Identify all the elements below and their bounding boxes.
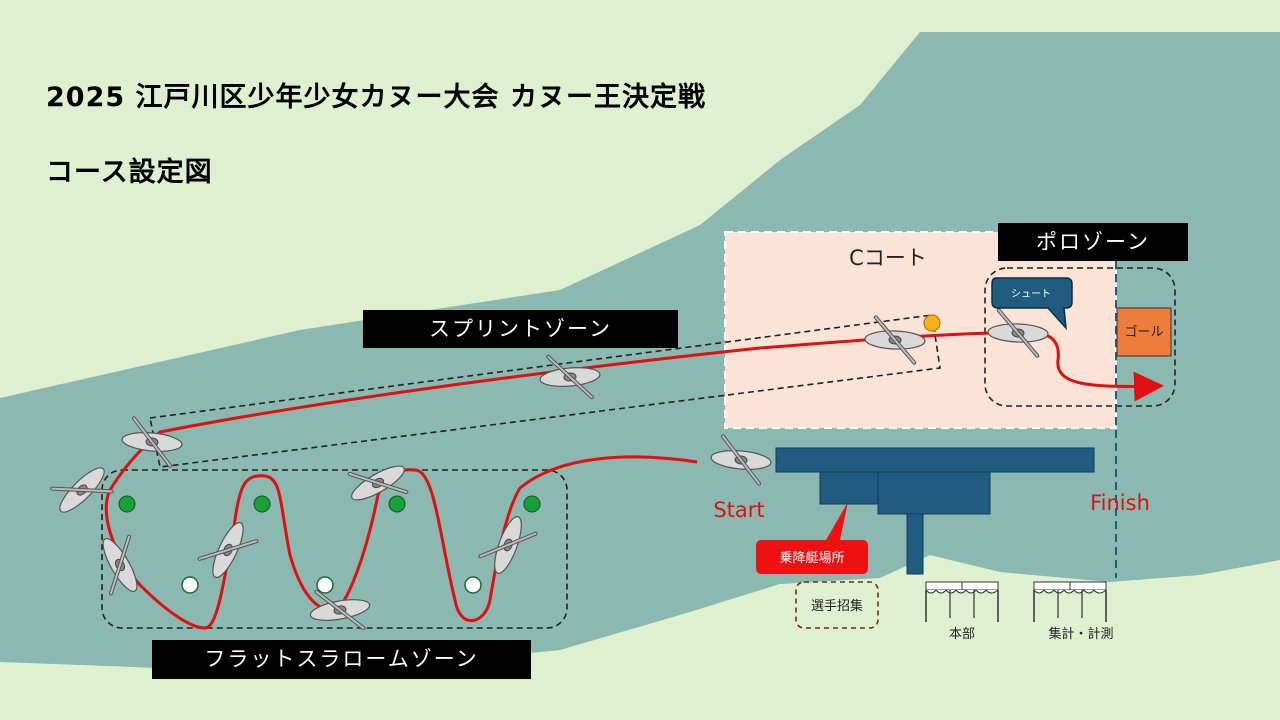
- athlete-gathering-box: [795, 581, 879, 629]
- c-court-label: Cコート: [849, 246, 927, 270]
- polo-zone-label: ポロゾーン: [998, 223, 1188, 261]
- flat-slalom-zone-label: フラットスラロームゾーン: [152, 640, 531, 679]
- finish-label: Finish: [1090, 491, 1150, 515]
- green-buoy: [388, 495, 406, 513]
- slalom-zone-outline: [101, 469, 568, 629]
- scoring-label: 集計・計測: [1048, 626, 1113, 642]
- white-buoy: [181, 576, 199, 594]
- white-buoy: [316, 576, 334, 594]
- c-court: [724, 231, 1117, 429]
- green-buoy: [253, 495, 271, 513]
- green-buoy: [523, 495, 541, 513]
- headquarters-label: 本部: [949, 627, 975, 642]
- athlete-gathering-label: 選手招集: [811, 598, 863, 614]
- page-title: 2025 江戸川区少年少女カヌー大会 カヌー王決定戦: [46, 82, 706, 113]
- boarding-label: 乗降艇場所: [779, 551, 844, 566]
- sprint-turn-buoy: [923, 314, 941, 332]
- shoot-label: シュート: [1011, 289, 1051, 300]
- pier: [775, 447, 1095, 575]
- start-label: Start: [713, 498, 764, 522]
- goal-label: ゴール: [1124, 324, 1163, 340]
- boarding-callout: [756, 502, 868, 574]
- page-subtitle: コース設定図: [46, 157, 213, 188]
- white-buoy: [464, 576, 482, 594]
- goal: [1116, 307, 1172, 357]
- shoot-callout: [991, 277, 1073, 331]
- slalom-buoys: [118, 495, 541, 594]
- polo-zone-outline: [984, 267, 1176, 407]
- green-buoy: [118, 495, 136, 513]
- sprint-zone-label: スプリントゾーン: [363, 310, 678, 348]
